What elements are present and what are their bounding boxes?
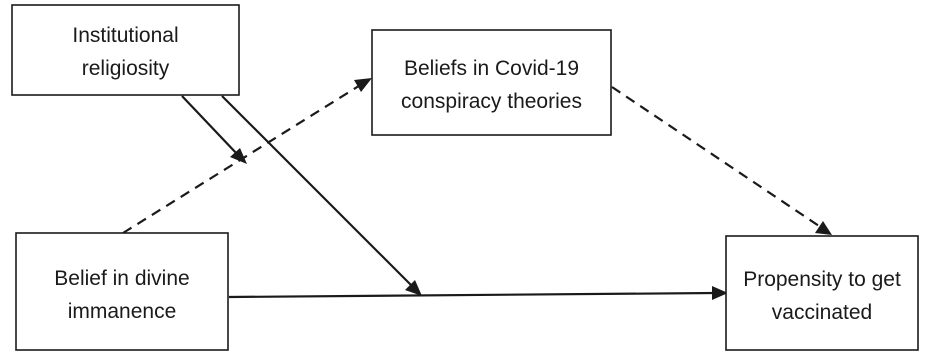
arrowhead-religiosity-to-immanence xyxy=(230,148,247,164)
arrowhead-immanence-to-vaccination xyxy=(712,286,728,300)
edge-religiosity-moderation xyxy=(221,95,415,289)
arrowhead-conspiracy-to-vaccination xyxy=(815,221,832,235)
arrowhead-religiosity-moderation xyxy=(405,280,422,296)
node-label-line1: Belief in divine xyxy=(54,267,189,290)
edge-religiosity-to-immanence xyxy=(181,95,239,156)
node-conspiracy-beliefs: Beliefs in Covid-19 conspiracy theories xyxy=(371,29,612,136)
node-label-line1: Propensity to get xyxy=(743,268,901,291)
arrowhead-immanence-to-conspiracy xyxy=(354,78,372,92)
node-label-line2: immanence xyxy=(68,300,177,323)
edge-immanence-to-vaccination xyxy=(228,291,717,299)
node-vaccination-propensity: Propensity to get vaccinated xyxy=(725,235,919,351)
edges xyxy=(122,78,832,300)
node-label-line1: Beliefs in Covid-19 xyxy=(404,57,579,80)
edge-conspiracy-to-vaccination xyxy=(611,86,823,229)
node-box-vaccination-propensity xyxy=(725,235,919,351)
node-label-line1: Institutional xyxy=(72,24,178,47)
node-label-line2: vaccinated xyxy=(772,301,872,324)
node-box-divine-immanence xyxy=(15,232,229,351)
node-label-line2: conspiracy theories xyxy=(401,90,582,113)
node-institutional-religiosity: Institutional religiosity xyxy=(11,4,240,96)
node-box-conspiracy-beliefs xyxy=(371,29,612,136)
node-label-line2: religiosity xyxy=(82,57,170,80)
node-box-institutional-religiosity xyxy=(11,4,240,96)
node-divine-immanence: Belief in divine immanence xyxy=(15,232,229,351)
edge-immanence-to-conspiracy xyxy=(122,83,363,234)
